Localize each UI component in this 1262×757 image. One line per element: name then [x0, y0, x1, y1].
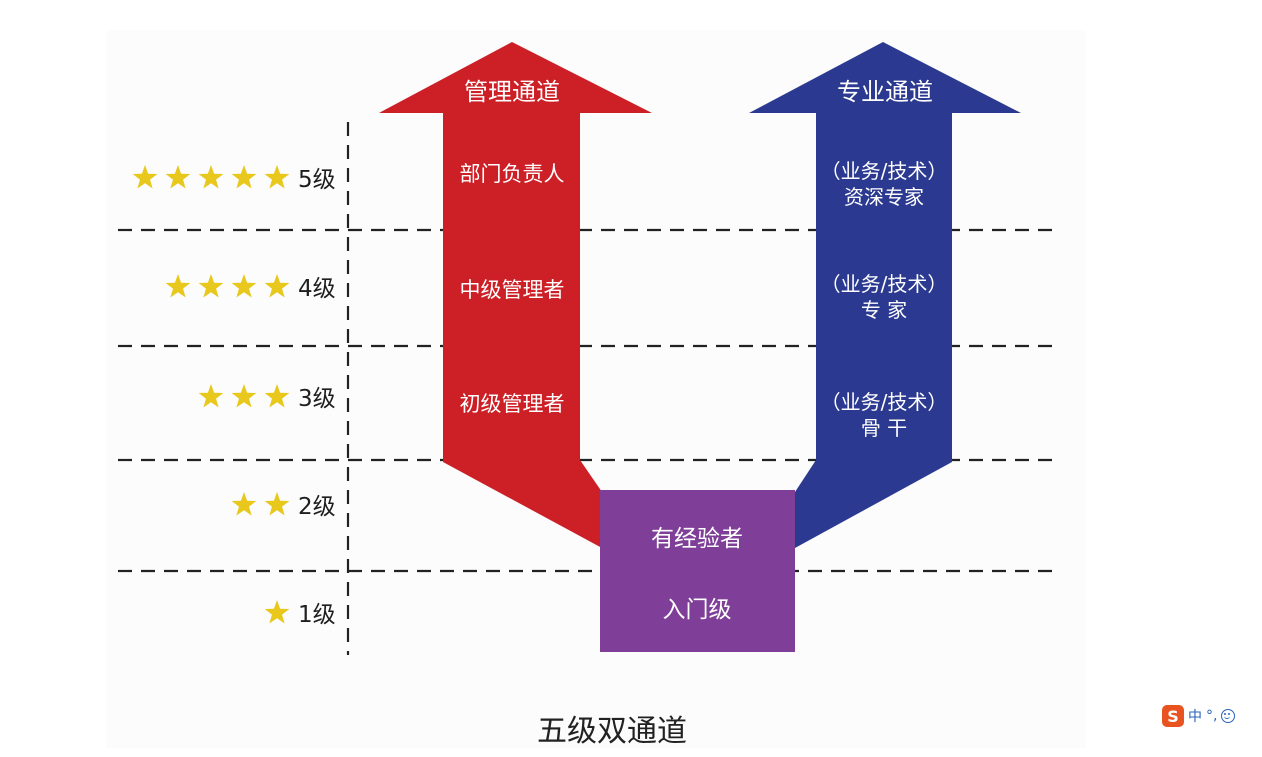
star-icon	[132, 165, 158, 189]
level-label-4: 4级	[298, 276, 336, 302]
star-icon	[231, 165, 257, 189]
ime-toolbar[interactable]: S 中 °,	[1162, 703, 1260, 729]
professional-channel-title: 专业通道	[837, 78, 933, 106]
star-icon	[231, 274, 257, 298]
management-channel-title: 管理通道	[464, 78, 560, 106]
star-icon	[264, 492, 290, 516]
level-label-3: 3级	[298, 386, 336, 412]
ime-punctuation-toggle[interactable]: °,	[1206, 708, 1218, 724]
diagram-caption: 五级双通道	[537, 714, 687, 749]
level-label-2: 2级	[298, 494, 336, 520]
professional-role-level3-title: 骨 干	[861, 416, 907, 440]
star-icon	[198, 384, 224, 408]
professional-role-level5-title: 资深专家	[844, 185, 924, 209]
star-icon	[231, 492, 257, 516]
star-icon	[165, 165, 191, 189]
level-dividers	[118, 122, 1055, 655]
level-label-5: 5级	[298, 167, 336, 193]
base-entry-label: 入门级	[663, 597, 732, 623]
management-role-level5: 部门负责人	[460, 162, 565, 186]
professional-role-level5-qualifier: （业务/技术）	[821, 159, 948, 183]
base-experienced-label: 有经验者	[651, 526, 743, 552]
management-channel-arrow	[379, 42, 652, 548]
ime-logo-icon[interactable]: S	[1162, 705, 1184, 727]
smiley-icon[interactable]	[1221, 709, 1236, 723]
professional-channel-arrow	[749, 42, 1021, 548]
star-icon	[198, 274, 224, 298]
star-icon	[198, 165, 224, 189]
professional-role-level4-title: 专 家	[861, 298, 907, 322]
level-label-1: 1级	[298, 602, 336, 628]
star-icon	[165, 274, 191, 298]
star-icon	[264, 274, 290, 298]
star-icon	[264, 384, 290, 408]
professional-role-level3-qualifier: （业务/技术）	[821, 390, 948, 414]
management-role-level4: 中级管理者	[460, 278, 565, 302]
ime-mode-toggle[interactable]: 中	[1188, 709, 1202, 725]
management-role-level3: 初级管理者	[460, 392, 565, 416]
star-icon	[264, 165, 290, 189]
star-icon	[264, 600, 290, 624]
entry-base-block	[600, 490, 795, 652]
professional-role-level4-qualifier: （业务/技术）	[821, 272, 948, 296]
star-icon	[231, 384, 257, 408]
level-ratings: 5级 4级 3级 2级 1级	[132, 165, 336, 628]
